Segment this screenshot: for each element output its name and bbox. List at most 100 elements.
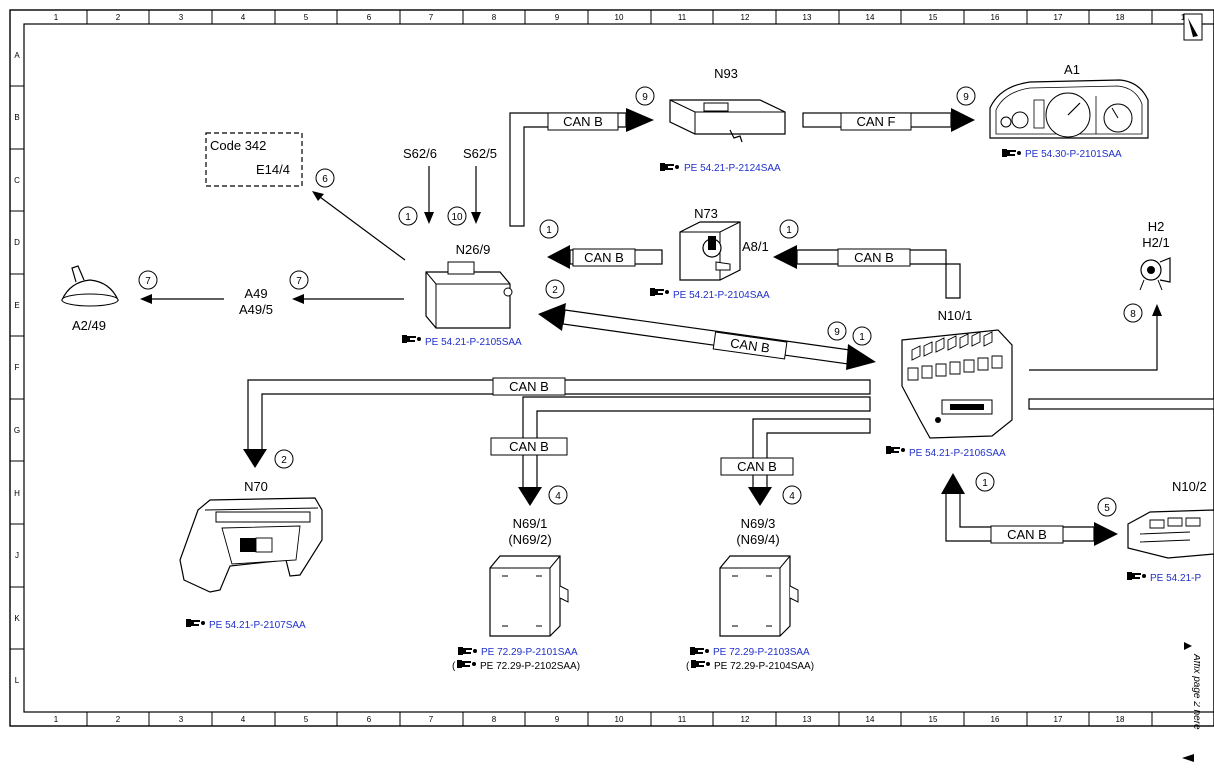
can-b-bus-n10-to-n73: CAN B 1 [773, 219, 961, 299]
svg-text:15: 15 [929, 13, 938, 22]
svg-text:N26/9: N26/9 [456, 242, 491, 257]
svg-text:N70: N70 [244, 479, 268, 494]
a1-instrument-cluster: A1 9 PE 54.30-P-2101SAA [956, 62, 1149, 160]
svg-text:9: 9 [555, 13, 560, 22]
can-f-bus-n93-to-a1: CAN F [802, 108, 975, 132]
ref-n26-9: PE 54.21-P-2105SAA [425, 337, 522, 348]
svg-text:(: ( [452, 661, 456, 672]
bus-label: CAN B [563, 114, 603, 129]
svg-text:1: 1 [405, 212, 411, 223]
svg-text:5: 5 [1104, 503, 1110, 514]
svg-text:S62/6: S62/6 [403, 146, 437, 161]
ref-n10-2: PE 54.21-P [1150, 573, 1201, 584]
n69-1-module: N69/1 (N69/2) PE 72.29-P-2101SAA ( PE 72… [452, 516, 580, 672]
svg-text:4: 4 [789, 491, 795, 502]
n10-2-module: N10/2 PE 54.21-P [1127, 479, 1214, 584]
svg-text:1: 1 [786, 225, 792, 236]
svg-text:S62/5: S62/5 [463, 146, 497, 161]
svg-text:A8/1: A8/1 [742, 239, 769, 254]
svg-text:1: 1 [1181, 13, 1186, 22]
svg-text:4: 4 [241, 13, 246, 22]
svg-text:E: E [14, 301, 19, 310]
svg-text:H2: H2 [1148, 219, 1165, 234]
bus-label: CAN B [737, 459, 777, 474]
svg-text:H2/1: H2/1 [1142, 235, 1169, 250]
svg-text:12: 12 [741, 715, 750, 724]
svg-text:3: 3 [179, 715, 184, 724]
svg-text:18: 18 [1116, 13, 1125, 22]
svg-text:N93: N93 [714, 66, 738, 81]
svg-text:B: B [14, 113, 19, 122]
ref-n73: PE 54.21-P-2104SAA [673, 290, 770, 301]
n10-1-module: N10/1 PE 54.21-P-2106SAA [886, 308, 1013, 459]
svg-text:E14/4: E14/4 [256, 162, 290, 177]
ref-n93: PE 54.21-P-2124SAA [684, 163, 781, 174]
svg-text:7: 7 [429, 715, 434, 724]
ref-n69-4: PE 72.29-P-2104SAA) [714, 661, 814, 672]
svg-text:17: 17 [1054, 13, 1063, 22]
svg-text:14: 14 [866, 13, 875, 22]
svg-text:13: 13 [803, 715, 812, 724]
a49-signal: 7 A49 A49/5 7 [138, 270, 404, 317]
svg-text:2: 2 [552, 285, 558, 296]
frame: 1 2 3 4 5 6 7 8 9 10 11 12 13 14 15 16 1… [9, 9, 1214, 727]
svg-text:A49: A49 [244, 286, 267, 301]
svg-text:L: L [15, 676, 20, 685]
can-b-bus-n73-to-n26: CAN B 1 [539, 219, 663, 269]
svg-text:6: 6 [367, 13, 372, 22]
svg-text:A2/49: A2/49 [72, 318, 106, 333]
svg-text:10: 10 [451, 212, 463, 223]
ref-a1: PE 54.30-P-2101SAA [1025, 149, 1122, 160]
svg-text:2: 2 [116, 715, 121, 724]
svg-text:9: 9 [555, 715, 560, 724]
ref-n70: PE 54.21-P-2107SAA [209, 620, 306, 631]
svg-text:1: 1 [982, 478, 988, 489]
svg-text:17: 17 [1054, 715, 1063, 724]
svg-text:6: 6 [367, 715, 372, 724]
svg-text:F: F [15, 363, 20, 372]
bus-label: CAN B [854, 250, 894, 265]
svg-text:12: 12 [741, 13, 750, 22]
can-b-bus-n10-to-n69-3: CAN B 4 [720, 418, 871, 506]
svg-text:7: 7 [145, 276, 151, 287]
svg-text:11: 11 [678, 13, 687, 22]
svg-text:8: 8 [492, 715, 497, 724]
svg-text:9: 9 [834, 327, 840, 338]
a2-49-antenna: A2/49 [61, 265, 119, 333]
svg-text:A1: A1 [1064, 62, 1080, 77]
svg-text:8: 8 [492, 13, 497, 22]
svg-text:N73: N73 [694, 206, 718, 221]
svg-text:10: 10 [615, 13, 624, 22]
n70-module: N70 PE 54.21-P-2107SAA [179, 479, 323, 631]
svg-text:J: J [15, 551, 19, 560]
affix-page-note: Affix page 2 here [1180, 640, 1202, 765]
svg-text:11: 11 [678, 715, 687, 724]
svg-text:7: 7 [429, 13, 434, 22]
svg-text:(N69/2): (N69/2) [508, 532, 551, 547]
svg-text:16: 16 [991, 13, 1000, 22]
svg-text:N69/1: N69/1 [513, 516, 548, 531]
svg-text:18: 18 [1116, 715, 1125, 724]
svg-text:3: 3 [179, 13, 184, 22]
svg-text:2: 2 [281, 455, 287, 466]
row-labels: A B C D E F G H J K L [14, 51, 20, 685]
svg-text:C: C [14, 176, 20, 185]
svg-text:N69/3: N69/3 [741, 516, 776, 531]
svg-text:G: G [14, 426, 20, 435]
ref-n69-1: PE 72.29-P-2101SAA [481, 647, 578, 658]
svg-text:6: 6 [322, 174, 328, 185]
col-labels-bottom: 1 2 3 4 5 6 7 8 9 10 11 12 13 14 15 16 1… [54, 715, 1125, 724]
svg-text:9: 9 [963, 92, 969, 103]
code-342-box: Code 342 E14/4 6 [205, 132, 406, 261]
bus-label: CAN B [729, 335, 770, 355]
svg-text:N10/1: N10/1 [938, 308, 973, 323]
svg-text:9: 9 [642, 92, 648, 103]
n93-module: N93 9 PE 54.21-P-2124SAA [635, 66, 786, 174]
svg-text:A: A [14, 51, 20, 60]
svg-text:H: H [14, 489, 20, 498]
svg-text:14: 14 [866, 715, 875, 724]
svg-text:A49/5: A49/5 [239, 302, 273, 317]
svg-text:5: 5 [304, 715, 309, 724]
n73-module: N73 A8/1 PE 54.21-P-2104SAA [650, 206, 770, 301]
